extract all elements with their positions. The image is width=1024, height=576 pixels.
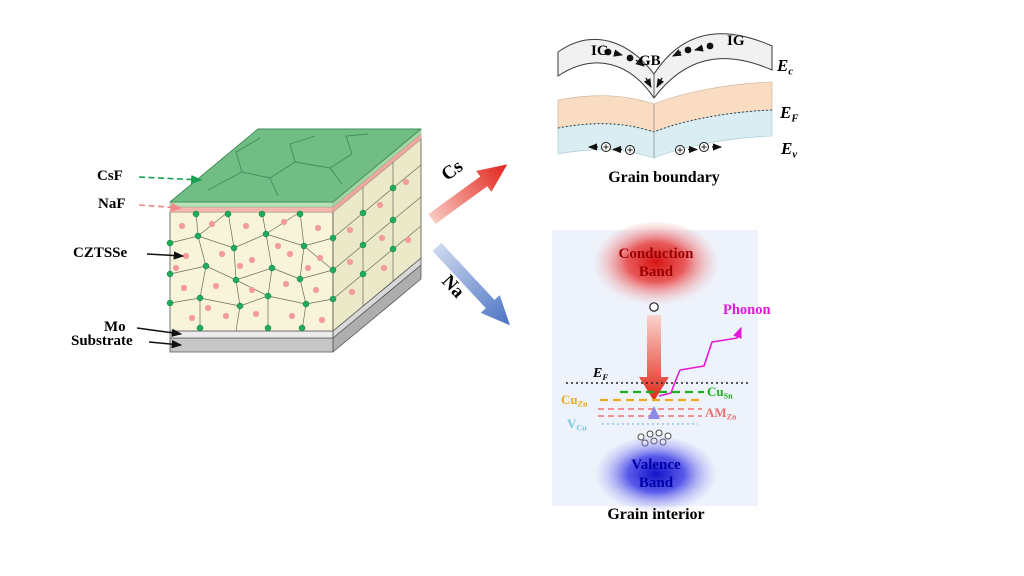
am-zn-base: AM	[705, 405, 727, 420]
cu-sn-subscript: Sn	[723, 391, 733, 401]
gb-label: GB	[639, 53, 661, 69]
conduction-band-label: Conduction Band	[596, 245, 716, 281]
ec-subscript: c	[788, 66, 794, 78]
substrate-pointer-arrow	[148, 339, 183, 349]
conduction-band-line1: Conduction	[618, 246, 694, 262]
substrate-label: Substrate	[71, 333, 133, 349]
mo-pointer-arrow	[136, 327, 183, 337]
gb-holes	[587, 142, 723, 155]
cs-diffusion-arrow	[428, 164, 508, 224]
na-diffusion-arrow	[432, 242, 510, 326]
ev-subscript: v	[792, 149, 798, 161]
ec-base: E	[777, 56, 789, 75]
csf-top-face	[169, 128, 422, 203]
na-dots	[172, 178, 412, 324]
conduction-band-blob	[594, 222, 718, 306]
ig-right-label: IG	[727, 33, 745, 49]
hole-capture-arrow	[648, 406, 660, 419]
ec-label: Ec	[777, 57, 793, 78]
ig-left-label: IG	[591, 43, 609, 59]
cu-zn-base: Cu	[561, 392, 578, 407]
csf-label: CsF	[97, 168, 123, 184]
electron-circle	[649, 302, 659, 312]
phonon-wave	[658, 326, 742, 397]
thermalization-arrow	[639, 315, 669, 401]
grain-interior-caption: Grain interior	[607, 506, 705, 523]
ev-base: E	[781, 139, 793, 158]
ef-gi-label: EF	[593, 366, 609, 382]
ef-gi-subscript: F	[602, 371, 609, 382]
naf-pointer-arrow	[138, 202, 183, 212]
cztsse-front-face	[169, 211, 334, 332]
cs-dots	[166, 184, 397, 332]
grain-interior-panel	[552, 222, 758, 512]
substrate-layer-front	[169, 337, 334, 353]
ef-gi-base: E	[593, 366, 603, 381]
cu-sn-label: CuSn	[707, 385, 733, 401]
csf-pointer-arrow	[138, 175, 203, 184]
v-cu-label: VCu	[567, 417, 587, 433]
cztsse-label: CZTSSe	[73, 245, 128, 261]
cu-zn-subscript: Zn	[577, 399, 588, 409]
gb-electron-dots	[604, 42, 714, 88]
mo-layer-front	[169, 330, 334, 339]
grain-boundary-caption: Grain boundary	[608, 169, 720, 186]
cu-zn-label: CuZn	[561, 393, 587, 409]
phonon-label: Phonon	[723, 302, 771, 318]
ef-gb-label: EF	[780, 104, 798, 125]
top-face-grain-lines	[207, 133, 369, 197]
valence-band-label: Valence Band	[596, 456, 716, 492]
v-cu-base: V	[567, 416, 577, 431]
gb-bands	[557, 81, 773, 159]
am-zn-label: AMZn	[705, 406, 737, 422]
gb-band-sheet	[557, 33, 773, 99]
ef-gb-base: E	[780, 103, 792, 122]
valence-band-line2: Band	[638, 475, 674, 491]
ev-label: Ev	[781, 140, 797, 161]
valence-band-line1: Valence	[631, 457, 681, 473]
v-cu-subscript: Cu	[576, 423, 587, 433]
valence-band-blob	[596, 436, 716, 512]
ef-gb-subscript: F	[791, 113, 799, 125]
csf-layer-front	[169, 201, 334, 208]
conduction-band-line2: Band	[638, 264, 674, 280]
cztsse-pointer-arrow	[146, 251, 185, 260]
am-zn-subscript: Zn	[726, 412, 737, 422]
device-stack	[169, 128, 422, 353]
naf-label: NaF	[98, 196, 126, 212]
mo-label: Mo	[104, 319, 126, 335]
cu-sn-base: Cu	[707, 384, 724, 399]
